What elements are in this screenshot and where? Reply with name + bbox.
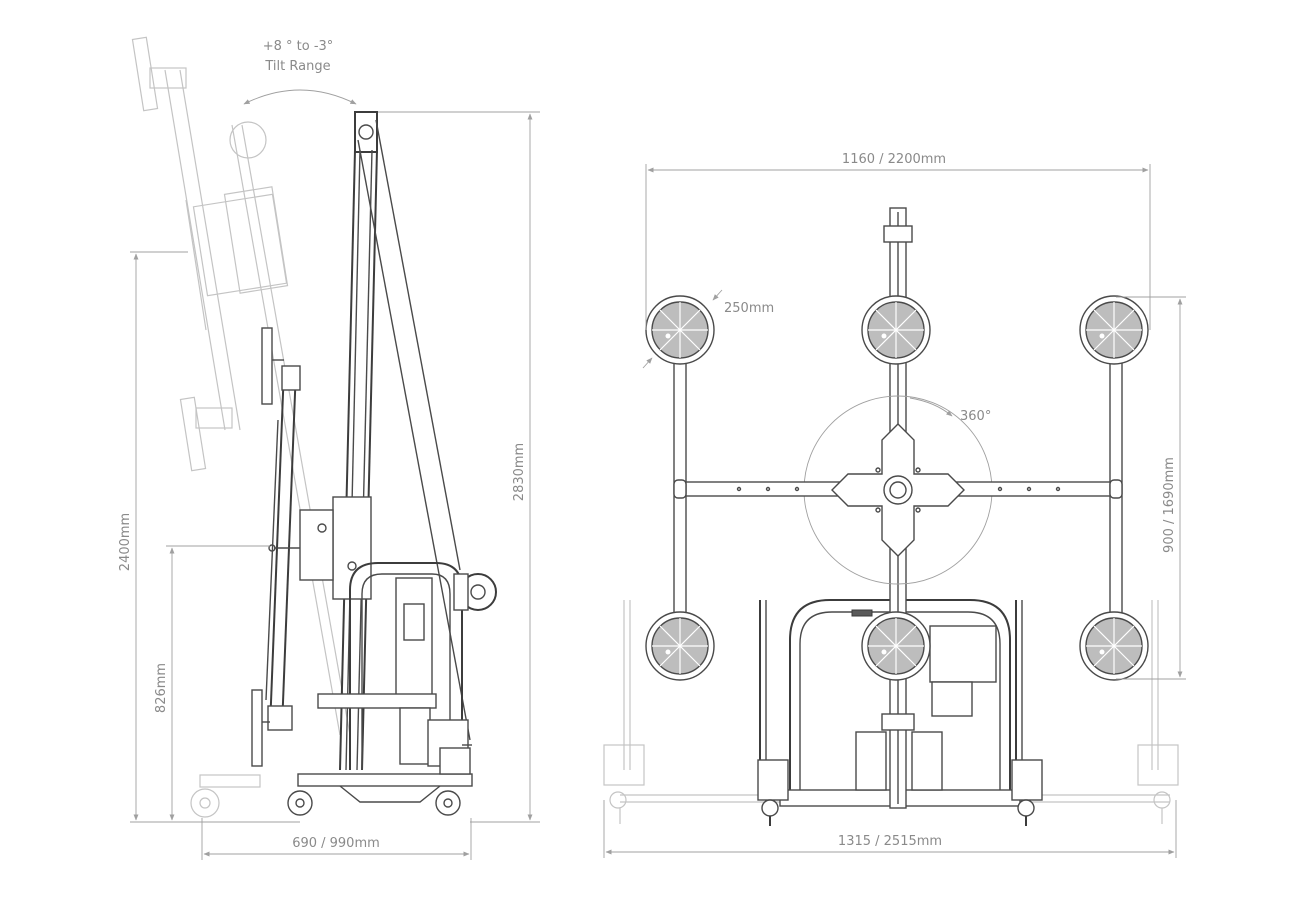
suction-cup bbox=[861, 611, 931, 681]
tilt-range-value: +8 ° to -3° bbox=[263, 39, 334, 54]
suction-cup bbox=[861, 295, 931, 365]
low-height-label: 826mm bbox=[154, 663, 169, 713]
front-dimensions: 1160 / 2200mm 250mm 900 / 1690mm 1315 / … bbox=[603, 152, 1186, 858]
span-top-label: 1160 / 2200mm bbox=[842, 152, 946, 167]
front-view: 360° bbox=[603, 152, 1186, 858]
carriage bbox=[299, 496, 372, 600]
tilt-range-label: Tilt Range bbox=[264, 59, 330, 74]
base-side bbox=[287, 747, 473, 816]
base-width-label: 1315 / 2515mm bbox=[838, 834, 942, 849]
reach-height-label: 2400mm bbox=[118, 513, 133, 571]
side-dimensions: +8 ° to -3° Tilt Range 2830mm 2400mm 826… bbox=[118, 39, 540, 860]
rotation-label: 360° bbox=[960, 409, 991, 424]
cup-frame-front bbox=[673, 361, 1123, 627]
side-view: +8 ° to -3° Tilt Range 2830mm 2400mm 826… bbox=[118, 36, 540, 860]
base-depth-label: 690 / 990mm bbox=[292, 836, 380, 851]
span-vertical-label: 900 / 1690mm bbox=[1162, 457, 1177, 553]
cup-diameter-label: 250mm bbox=[724, 301, 774, 316]
suction-cup bbox=[645, 611, 715, 681]
cup-frame-side bbox=[251, 327, 301, 767]
body-frame bbox=[317, 562, 497, 770]
suction-cup bbox=[1079, 295, 1149, 365]
suction-cup bbox=[645, 295, 715, 365]
overall-height-label: 2830mm bbox=[512, 443, 527, 501]
tilted-frame-ghost bbox=[131, 36, 351, 818]
suction-cup bbox=[1079, 611, 1149, 681]
mast bbox=[339, 111, 471, 771]
